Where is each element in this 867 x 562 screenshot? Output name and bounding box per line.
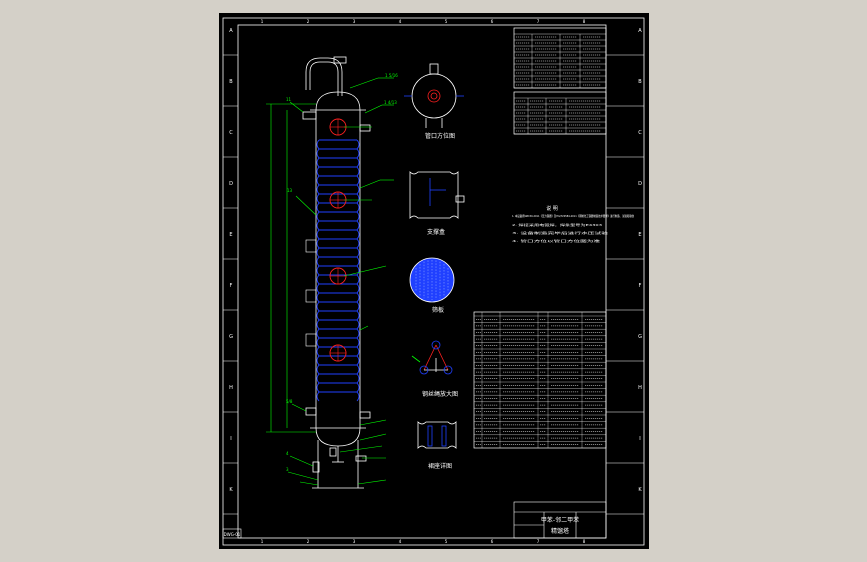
note-line: 1. 本设备按GB150-2011《压力容器》及HG/T20584-2011《钢… bbox=[512, 213, 634, 218]
border-row-label: A bbox=[638, 28, 642, 34]
border-row-label: F bbox=[639, 283, 642, 289]
notes-title: 说 明 bbox=[546, 205, 558, 212]
border-row-label: H bbox=[229, 385, 233, 391]
border-col-label: 1 bbox=[261, 539, 264, 544]
border-col-label: 4 bbox=[399, 539, 402, 544]
border-col-label: 6 bbox=[491, 19, 494, 24]
border-row-label: E bbox=[638, 232, 641, 238]
note-line: 2. 焊接采用电弧焊，焊条型号为E4303 bbox=[512, 222, 602, 227]
svg-text:11: 11 bbox=[286, 97, 292, 102]
border-row-label: E bbox=[229, 232, 232, 238]
border-row-label: D bbox=[638, 181, 642, 187]
border-row-label: B bbox=[229, 79, 233, 85]
border-col-label: 5 bbox=[445, 19, 448, 24]
support-box-label: 支撑盒 bbox=[427, 228, 445, 236]
border-row-label: I bbox=[230, 436, 231, 442]
svg-text:1 4/13: 1 4/13 bbox=[384, 100, 397, 105]
border-row-label: G bbox=[638, 334, 642, 340]
title-line-1: 甲苯-邻二甲苯 bbox=[541, 516, 579, 524]
cable-detail-label: 钢丝绳放大图 bbox=[422, 390, 458, 398]
border-col-label: 7 bbox=[537, 19, 540, 24]
border-row-label: H bbox=[638, 385, 642, 391]
border-col-label: 8 bbox=[583, 539, 586, 544]
border-col-label: 5 bbox=[445, 539, 448, 544]
svg-text:13: 13 bbox=[287, 188, 293, 193]
border-col-label: 2 bbox=[307, 539, 310, 544]
border-col-label: 1 bbox=[261, 19, 264, 24]
nozzle-orientation-label: 管口方位图 bbox=[425, 132, 455, 140]
border-row-label: B bbox=[638, 79, 642, 85]
svg-text:1 5/16: 1 5/16 bbox=[385, 73, 398, 78]
border-row-label: C bbox=[229, 130, 233, 136]
border-col-label: 6 bbox=[491, 539, 494, 544]
border-col-label: 3 bbox=[353, 539, 356, 544]
drawing-number: DWG-01 bbox=[224, 532, 241, 537]
note-line: 4. 管口方位以管口方位图为准 bbox=[512, 238, 600, 243]
border-col-label: 8 bbox=[583, 19, 586, 24]
sieve-plate-view bbox=[410, 258, 454, 302]
svg-text:5/8: 5/8 bbox=[286, 399, 293, 404]
border-row-label: F bbox=[230, 283, 233, 289]
border-row-label: D bbox=[229, 181, 233, 187]
sieve-plate-label: 筛板 bbox=[432, 306, 444, 314]
border-row-label: A bbox=[229, 28, 233, 34]
border-col-label: 2 bbox=[307, 19, 310, 24]
border-row-label: C bbox=[638, 130, 642, 136]
note-line: 3. 设备制造完毕后进行水压试验 bbox=[512, 230, 608, 235]
border-row-label: G bbox=[229, 334, 233, 340]
border-col-label: 3 bbox=[353, 19, 356, 24]
border-col-label: 7 bbox=[537, 539, 540, 544]
title-line-2: 精馏塔 bbox=[551, 527, 569, 535]
skirt-detail-label: 裙座详图 bbox=[428, 462, 452, 470]
border-row-label: I bbox=[639, 436, 640, 442]
border-col-label: 4 bbox=[399, 19, 402, 24]
